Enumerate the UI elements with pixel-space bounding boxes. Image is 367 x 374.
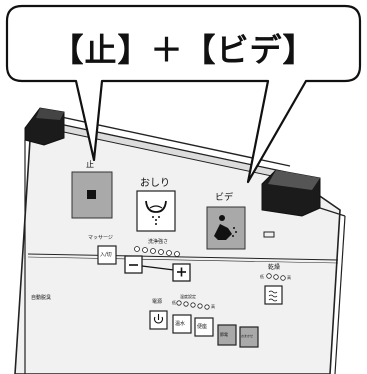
temp-dots [176,300,210,310]
temp-low-label: 低 [172,300,176,305]
bidet-icon [214,215,237,240]
dry-button [264,285,283,305]
massage-button-label: 入/切 [100,252,112,258]
water-temp-button [172,314,192,334]
bidet-label: ビデ [215,193,234,203]
wash-strength-label: 洗浄強さ [148,239,169,245]
seat-temp-button [194,317,214,337]
water-button-label: 温水 [175,321,186,327]
massage-button [97,245,117,265]
save2-button-label: おまかせ [241,334,254,338]
save2-button [239,326,259,348]
dry-high-label: 高 [287,275,291,280]
auto-clean-label: 自動脱臭 [31,295,52,301]
massage-label: マッサージ [88,235,113,241]
wash-strength-dots [134,246,180,257]
dry-low-label: 低 [260,274,264,279]
dry-dots [266,273,286,281]
temp-setting-label: 温度設定 [180,294,196,299]
stop-label: 止 [86,160,94,169]
callout-title: 【止】＋【ビデ】 [51,31,316,69]
panel-body [14,119,341,374]
stop-icon [87,190,96,199]
temp-high-label: 高 [211,304,215,309]
save1-button-label: 節電 [220,332,228,337]
oshiri-icon [145,200,167,213]
indicator-window [263,231,275,238]
dry-label: 乾燥 [268,264,281,271]
callout-bubble [5,4,362,184]
seat-button-label: 便座 [197,324,208,330]
oshiri-label: おしり [140,178,170,189]
save1-button [217,324,237,346]
power-label: 電源 [152,299,163,305]
